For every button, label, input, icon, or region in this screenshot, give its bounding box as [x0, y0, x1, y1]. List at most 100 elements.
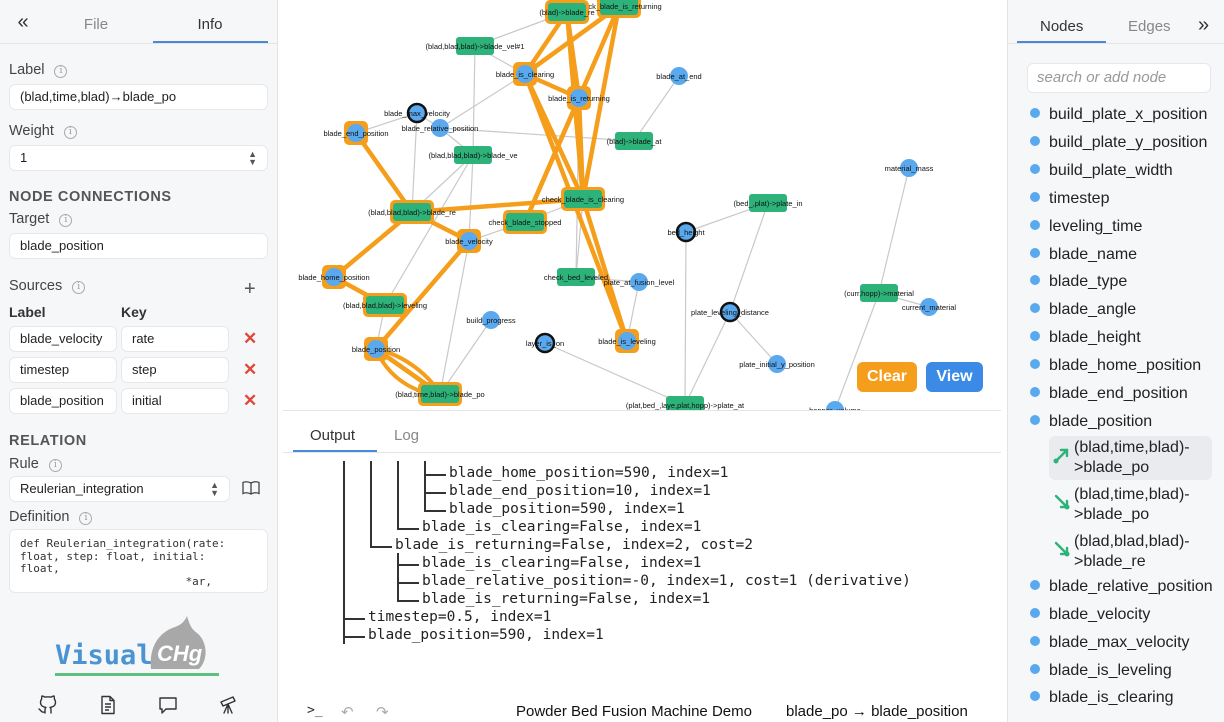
highlighted-graph-edge[interactable]	[580, 196, 630, 344]
node-list-item[interactable]: blade_height	[1030, 329, 1141, 347]
stepper-icon[interactable]: ▲▼	[248, 149, 257, 167]
info-icon[interactable]: i	[72, 281, 86, 294]
tab-output[interactable]: Output	[310, 427, 356, 444]
label-input[interactable]: (blad,time,blad)→blade_po	[9, 84, 268, 110]
graph-node-plate-leveling-distance[interactable]: plate_leveling_distance	[691, 301, 769, 323]
redo-icon[interactable]: ↷	[376, 704, 389, 721]
graph-node--blad-blade-at[interactable]: (blad)->blade_at	[607, 132, 663, 150]
node-list-item[interactable]: blade_position	[1030, 413, 1152, 431]
graph-svg[interactable]: check_blade_is_returning(blad)->blade_re…	[279, 0, 1006, 410]
rule-select[interactable]: Reulerian_integration ▲▼	[9, 476, 230, 502]
info-icon[interactable]: i	[63, 126, 77, 139]
graph-node-blade-is-returning[interactable]: blade_is_returning	[548, 86, 610, 110]
source-key-input[interactable]: step	[121, 357, 229, 383]
remove-source-icon[interactable]: ✕	[243, 391, 258, 410]
info-icon[interactable]: i	[79, 512, 93, 525]
graph-edge[interactable]	[472, 45, 476, 156]
github-icon[interactable]	[38, 695, 58, 715]
graph-node-blade-position[interactable]: blade_position	[352, 337, 400, 361]
node-list-item[interactable]: blade_relative_position	[1030, 578, 1213, 596]
highlighted-graph-edge[interactable]	[564, 9, 582, 101]
graph-node-blade-max-velocity[interactable]: blade_max_velocity	[384, 102, 450, 124]
remove-source-icon[interactable]: ✕	[243, 329, 258, 348]
undo-icon[interactable]: ↶	[341, 704, 354, 721]
output-tree[interactable]: blade_home_position=590, index=1 blade_e…	[283, 453, 1001, 701]
graph-node-current-material[interactable]: current_material	[902, 298, 957, 316]
node-edge-item[interactable]: (blad,time,blad)->blade_po	[1049, 483, 1212, 527]
add-source-button[interactable]: +	[244, 278, 256, 300]
target-input[interactable]: blade_position	[9, 233, 268, 259]
document-icon[interactable]	[98, 695, 118, 715]
highlighted-graph-edge[interactable]	[409, 196, 586, 215]
node-list-item[interactable]: timestep	[1030, 190, 1109, 208]
source-key-input[interactable]: rate	[121, 326, 229, 352]
comment-icon[interactable]	[158, 695, 178, 715]
graph-node--blad-blad-blad-blade-ve[interactable]: (blad,blad,blad)->blade_ve	[428, 146, 518, 164]
node-edge-item[interactable]: (blad,time,blad)->blade_po	[1049, 435, 1212, 480]
graph-node-blade-is-leveling[interactable]: blade_is_leveling	[598, 329, 656, 353]
graph-node-check-blade-is-clearing[interactable]: check_blade_is_clearing	[542, 187, 624, 211]
graph-edge[interactable]	[384, 154, 474, 306]
graph-edge[interactable]	[439, 73, 526, 129]
graph-edge[interactable]	[834, 292, 880, 410]
graph-node-blade-at-end[interactable]: blade_at_end	[656, 67, 702, 85]
tab-nodes[interactable]: Nodes	[1040, 18, 1084, 35]
graph-node-blade-end-position[interactable]: blade_end_position	[323, 121, 389, 145]
tab-info[interactable]: Info	[197, 16, 223, 33]
info-icon[interactable]: i	[54, 65, 68, 78]
graph-edge[interactable]	[439, 240, 470, 395]
source-label-input[interactable]: blade_position	[9, 388, 117, 414]
graph-edge[interactable]	[684, 231, 687, 406]
terminal-icon[interactable]: >_	[307, 703, 323, 718]
graph-node--blad-time-blad-blade-po[interactable]: (blad,time,blad)->blade_po	[395, 382, 485, 406]
graph-node-blade-home-position[interactable]: blade_home_position	[298, 265, 370, 289]
weight-input[interactable]: 1 ▲▼	[9, 145, 268, 171]
highlighted-graph-edge[interactable]	[522, 3, 622, 225]
graph-node--bed-plat-plate-in[interactable]: (bed_,plat)->plate_in	[733, 194, 803, 212]
view-button[interactable]: View	[926, 362, 983, 392]
info-icon[interactable]: i	[59, 214, 73, 227]
node-list-item[interactable]: blade_end_position	[1030, 385, 1188, 403]
node-list-item[interactable]: blade_max_velocity	[1030, 634, 1190, 652]
graph-edge[interactable]	[468, 154, 474, 242]
graph-edge[interactable]	[544, 342, 686, 406]
graph-edge[interactable]	[633, 75, 680, 142]
graph-node--blad-blad-blad-blade-vel-1[interactable]: (blad,blad,blad)->blade_vel#1	[425, 37, 525, 55]
node-list-item[interactable]: build_plate_x_position	[1030, 106, 1207, 124]
graph-edge[interactable]	[729, 202, 769, 313]
definition-code[interactable]: def Reulerian_integration(rate: float, s…	[9, 529, 268, 593]
tab-file[interactable]: File	[83, 16, 109, 33]
graph-node-plate-initial-y-position[interactable]: plate_initial_y_position	[739, 355, 815, 373]
graph-edge[interactable]	[684, 311, 731, 406]
graph-node--blad-blad-blad-blade-re[interactable]: (blad,blad,blad)->blade_re	[368, 200, 456, 224]
graph-edge[interactable]	[575, 198, 584, 278]
node-list-item[interactable]: blade_is_leveling	[1030, 662, 1172, 680]
source-label-input[interactable]: timestep	[9, 357, 117, 383]
clear-button[interactable]: Clear	[857, 362, 917, 392]
graph-node-blade-velocity[interactable]: blade_velocity	[445, 229, 493, 253]
graph-node-blade-relative-position[interactable]: blade_relative_position	[402, 119, 479, 137]
tab-edges[interactable]: Edges	[1128, 18, 1171, 35]
graph-edge[interactable]	[439, 319, 492, 395]
graph-canvas[interactable]: check_blade_is_returning(blad)->blade_re…	[279, 0, 1006, 410]
graph-node-check-blade-is-returning[interactable]: check_blade_is_returning	[576, 0, 662, 18]
highlighted-graph-edge[interactable]	[373, 238, 472, 352]
graph-node-hopper-volume[interactable]: hopper_volume	[809, 401, 861, 410]
node-list-item[interactable]: blade_velocity	[1030, 606, 1150, 624]
highlighted-graph-edge[interactable]	[353, 130, 415, 215]
graph-node-bed-height[interactable]: bed_height	[667, 221, 705, 243]
node-list-item[interactable]: blade_is_clearing	[1030, 689, 1174, 707]
node-list-item[interactable]: build_plate_width	[1030, 162, 1173, 180]
node-list-item[interactable]: blade_angle	[1030, 301, 1136, 319]
remove-source-icon[interactable]: ✕	[243, 360, 258, 379]
node-list-item[interactable]: leveling_time	[1030, 218, 1142, 236]
graph-node--plat-bed-laye-plat-hopp-plate-at[interactable]: (plat,bed_,laye,plat,hopp)->plate_at	[626, 396, 745, 410]
book-icon[interactable]	[242, 481, 260, 495]
graph-edge[interactable]	[729, 311, 778, 365]
graph-node--blad-blad-blad-leveling[interactable]: (blad,blad,blad)->leveling	[343, 293, 427, 317]
node-edge-item[interactable]: (blad,blad,blad)->blade_re	[1049, 530, 1212, 574]
node-list-item[interactable]: blade_name	[1030, 246, 1137, 264]
collapse-left-icon[interactable]: «	[17, 11, 29, 33]
graph-edge[interactable]	[878, 167, 910, 294]
highlighted-graph-edge[interactable]	[580, 3, 622, 202]
